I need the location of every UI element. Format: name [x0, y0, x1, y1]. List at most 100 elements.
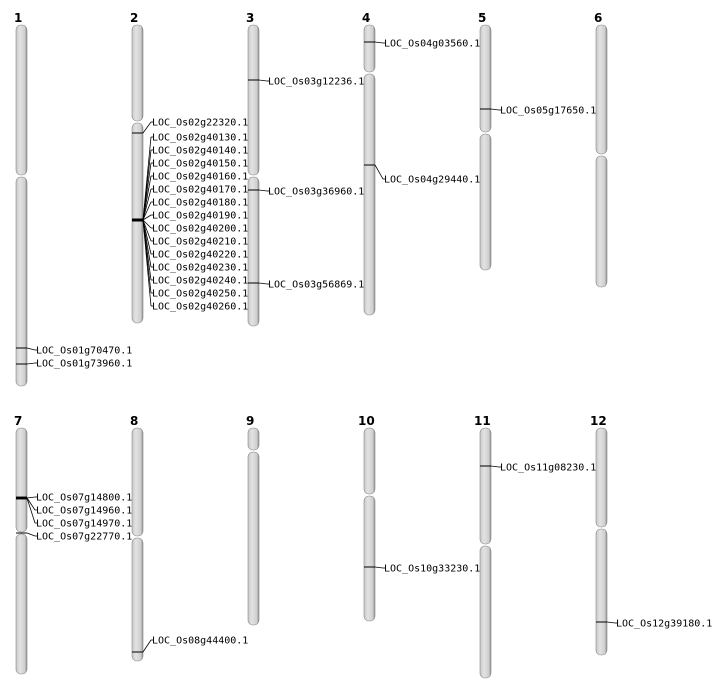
- chromosome-2: 2LOC_Os02g22320.1LOC_Os02g40130.1LOC_Os0…: [130, 11, 248, 324]
- chromosome-short-arm: [595, 427, 608, 528]
- chromosome-long-arm: [363, 73, 376, 316]
- gene-label: LOC_Os07g22770.1: [36, 532, 132, 543]
- chromosome-long-arm: [595, 155, 608, 288]
- gene-label: LOC_Os11g08230.1: [500, 463, 596, 474]
- gene-label: LOC_Os07g14800.1: [36, 493, 132, 504]
- gene-marker: LOC_Os07g14970.1: [16, 496, 132, 530]
- chromosome-short-arm: [15, 24, 28, 176]
- gene-leader-line: [142, 214, 152, 221]
- chromosome-label: 12: [590, 414, 607, 428]
- chromosome-long-arm: [131, 537, 144, 662]
- gene-label: LOC_Os03g12236.1: [268, 77, 364, 88]
- chromosome-short-arm: [247, 24, 260, 176]
- gene-label: LOC_Os02g40240.1: [152, 276, 248, 287]
- gene-marker: LOC_Os10g33230.1: [364, 564, 480, 575]
- chromosome-short-arm: [363, 24, 376, 73]
- gene-label: LOC_Os03g56869.1: [268, 280, 364, 291]
- chromosome-label: 4: [362, 11, 370, 25]
- chromosome-long-arm: [131, 122, 144, 324]
- gene-leader-line: [142, 175, 152, 221]
- chromosome-label: 7: [14, 414, 22, 428]
- gene-label: LOC_Os02g40170.1: [152, 185, 248, 196]
- gene-label: LOC_Os02g40160.1: [152, 172, 248, 183]
- chromosome-label: 9: [246, 414, 254, 428]
- gene-leader-line: [142, 121, 152, 134]
- chromosome-long-arm: [363, 495, 376, 622]
- chromosome-long-arm: [15, 533, 28, 675]
- chromosome-short-arm: [479, 427, 492, 545]
- gene-marker: LOC_Os02g22320.1: [132, 118, 248, 134]
- gene-leader-line: [142, 219, 152, 242]
- gene-label: LOC_Os02g40220.1: [152, 250, 248, 261]
- gene-leader-line: [142, 219, 152, 307]
- chromosome-short-arm: [247, 427, 260, 451]
- gene-marker: LOC_Os03g12236.1: [248, 77, 364, 88]
- chromosome-9: 9: [246, 414, 260, 626]
- chromosome-label: 10: [358, 414, 375, 428]
- gene-leader-line: [374, 164, 384, 180]
- chromosome-3: 3LOC_Os03g12236.1LOC_Os03g36960.1LOC_Os0…: [246, 11, 364, 327]
- gene-marker: LOC_Os02g40200.1: [132, 218, 248, 235]
- gene-label: LOC_Os03g36960.1: [268, 187, 364, 198]
- gene-label: LOC_Os02g40210.1: [152, 237, 248, 248]
- gene-leader-line: [490, 108, 500, 111]
- gene-label: LOC_Os02g40130.1: [152, 133, 248, 144]
- chromosome-label: 11: [474, 414, 491, 428]
- gene-label: LOC_Os02g40250.1: [152, 289, 248, 300]
- gene-label: LOC_Os04g29440.1: [384, 175, 480, 186]
- gene-label: LOC_Os04g03560.1: [384, 39, 480, 50]
- gene-leader-line: [26, 496, 36, 499]
- gene-leader-line: [374, 41, 384, 44]
- gene-marker: LOC_Os03g36960.1: [248, 187, 364, 198]
- gene-marker: LOC_Os04g29440.1: [364, 164, 480, 186]
- chromosome-long-arm: [247, 451, 260, 626]
- gene-leader-line: [258, 79, 268, 82]
- chromosome-label: 8: [130, 414, 138, 428]
- gene-label: LOC_Os08g44400.1: [152, 636, 248, 647]
- chromosome-label: 2: [130, 11, 138, 25]
- gene-marker: LOC_Os02g40190.1: [132, 211, 248, 222]
- chromosome-long-arm: [247, 176, 260, 327]
- chromosome-6: 6: [594, 11, 608, 288]
- gene-marker: LOC_Os08g44400.1: [132, 636, 248, 653]
- gene-leader-line: [142, 219, 152, 229]
- gene-marker: LOC_Os02g40260.1: [132, 218, 248, 313]
- chromosome-short-arm: [131, 24, 144, 122]
- chromosome-short-arm: [595, 24, 608, 155]
- gene-label: LOC_Os02g40140.1: [152, 146, 248, 157]
- gene-leader-line: [606, 621, 616, 624]
- gene-leader-line: [258, 282, 268, 285]
- gene-label: LOC_Os07g14960.1: [36, 506, 132, 517]
- gene-leader-line: [26, 362, 36, 365]
- chromosome-long-arm: [479, 545, 492, 679]
- gene-label: LOC_Os01g73960.1: [36, 359, 132, 370]
- gene-leader-line: [26, 532, 36, 537]
- gene-leader-line: [26, 497, 36, 524]
- gene-label: LOC_Os02g40260.1: [152, 302, 248, 313]
- gene-marker: LOC_Os05g17650.1: [480, 106, 596, 117]
- gene-label: LOC_Os10g33230.1: [384, 564, 480, 575]
- chromosome-long-arm: [595, 528, 608, 656]
- chromosome-short-arm: [479, 24, 492, 133]
- chromosome-short-arm: [363, 427, 376, 495]
- chromosome-label: 5: [478, 11, 486, 25]
- gene-leader-line: [26, 347, 36, 351]
- chromosome-short-arm: [15, 427, 28, 533]
- chromosome-short-arm: [131, 427, 144, 537]
- gene-label: LOC_Os01g70470.1: [36, 346, 132, 357]
- gene-marker: LOC_Os01g73960.1: [16, 359, 132, 370]
- gene-marker: LOC_Os04g03560.1: [364, 39, 480, 50]
- chromosome-label: 1: [14, 11, 22, 25]
- gene-label: LOC_Os05g17650.1: [500, 106, 596, 117]
- gene-label: LOC_Os02g40200.1: [152, 224, 248, 235]
- gene-leader-line: [258, 189, 268, 192]
- gene-leader-line: [374, 566, 384, 569]
- gene-marker: LOC_Os07g14800.1: [16, 493, 132, 504]
- gene-leader-line: [490, 465, 500, 468]
